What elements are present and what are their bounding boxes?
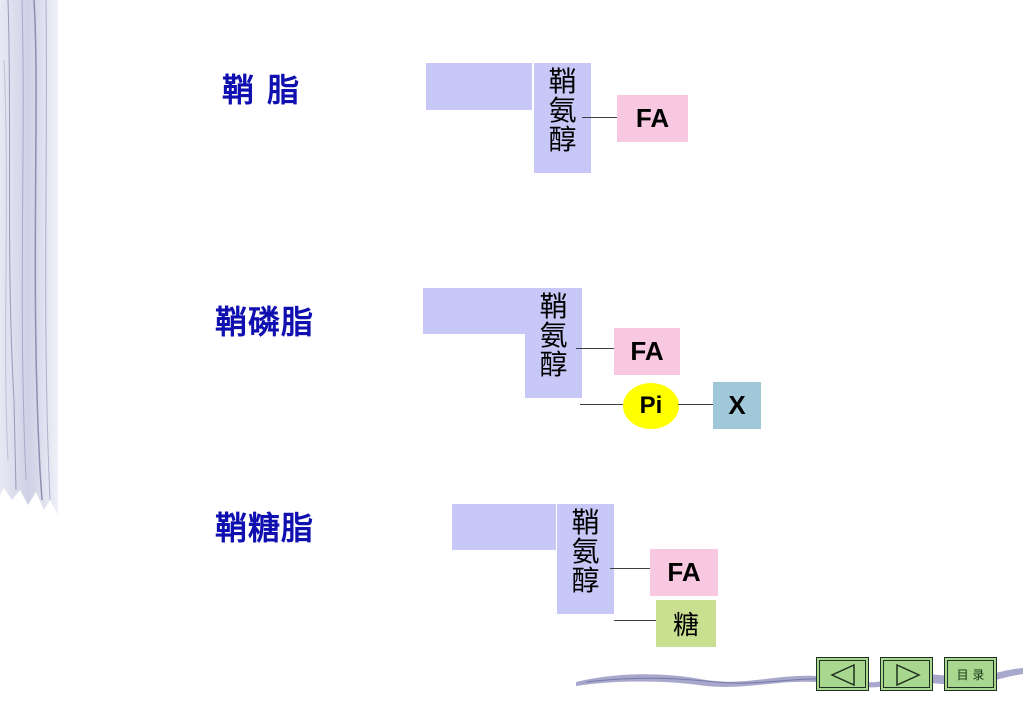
row3-backbone: 鞘 氨 醇 xyxy=(557,504,614,614)
row2-backbone-char2: 氨 xyxy=(539,319,568,352)
row1-backbone-char1: 鞘 xyxy=(548,65,577,98)
row1-backbone: 鞘 氨 醇 xyxy=(534,63,591,173)
toc-label: 目 录 xyxy=(947,660,994,688)
row3-backbone-char3: 醇 xyxy=(571,564,600,597)
row2-pi-circle: Pi xyxy=(623,383,679,429)
row1-fa-box: FA xyxy=(617,95,688,142)
row2-title: 鞘磷脂 xyxy=(215,303,315,341)
row3-title: 鞘糖脂 xyxy=(215,509,315,547)
toc-button[interactable]: 目 录 xyxy=(944,657,997,691)
row2-backbone-char3: 醇 xyxy=(539,348,568,381)
row3-sugar-link xyxy=(614,620,656,621)
row2-x-link xyxy=(678,404,714,405)
row3-head-box xyxy=(452,504,556,550)
row3-backbone-char1: 鞘 xyxy=(571,506,600,539)
row2-fa-link xyxy=(576,348,614,349)
row2-head-box xyxy=(423,288,525,334)
row3-fa-link xyxy=(610,568,650,569)
triangle-left-icon xyxy=(830,663,855,687)
row2-backbone-char1: 鞘 xyxy=(539,290,568,323)
row3-backbone-char2: 氨 xyxy=(571,535,600,568)
row1-backbone-char3: 醇 xyxy=(548,123,577,156)
row3-fa-box: FA xyxy=(650,549,718,596)
triangle-right-icon xyxy=(896,663,921,687)
row2-backbone: 鞘 氨 醇 xyxy=(525,288,582,398)
row1-backbone-char2: 氨 xyxy=(548,94,577,127)
row1-head-box xyxy=(426,63,532,110)
row3-sugar-box: 糖 xyxy=(656,600,716,647)
prev-button[interactable] xyxy=(816,657,869,691)
row2-pi-link xyxy=(580,404,624,405)
row2-fa-box: FA xyxy=(614,328,680,375)
left-decoration xyxy=(0,0,58,515)
row1-title: 鞘 脂 xyxy=(222,71,301,109)
row1-fa-link xyxy=(582,117,617,118)
row2-x-box: X xyxy=(713,382,761,429)
next-button[interactable] xyxy=(880,657,933,691)
